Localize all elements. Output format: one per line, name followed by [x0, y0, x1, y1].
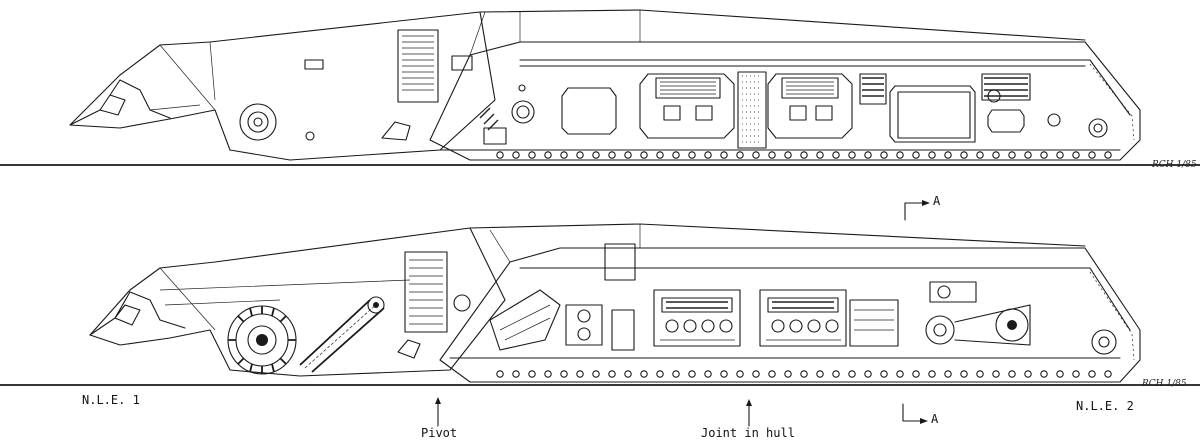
bottom-chain-drive — [299, 296, 385, 373]
bottom-nose-plough — [89, 291, 186, 336]
top-door-3 — [767, 73, 853, 139]
top-elevation-view — [0, 9, 1200, 166]
top-riveted-panel — [737, 71, 767, 149]
bottom-engine-2 — [759, 289, 847, 347]
top-door-2 — [639, 73, 735, 139]
bottom-road-wheels — [496, 370, 1112, 378]
top-hatch-large — [889, 85, 976, 143]
top-roof-line — [479, 9, 1086, 41]
bottom-roof-line — [469, 223, 1086, 247]
bottom-engine-1 — [653, 289, 741, 347]
pivot-arrow — [435, 397, 441, 427]
right-vehicle-label: N.L.E. 2 — [1076, 399, 1134, 413]
section-marker-top — [904, 200, 930, 221]
drafter-signature-top: RCH 1/85 — [1152, 160, 1197, 170]
drafter-signature-bottom: RCH 1/85 — [1142, 379, 1187, 389]
top-front-wheel — [239, 103, 277, 141]
section-a-top-label: A — [933, 194, 941, 208]
section-a-bottom-label: A — [931, 412, 939, 426]
bottom-front-hull-outline — [89, 227, 506, 377]
bottom-rear-transmission — [925, 281, 1031, 346]
bottom-cutaway-view — [0, 223, 1200, 386]
top-radiator-grille — [397, 29, 439, 103]
top-road-wheels — [439, 149, 1121, 159]
bottom-drive-sprocket — [227, 305, 297, 375]
bottom-rear-hull-outline — [439, 247, 1141, 383]
section-marker-bottom — [902, 403, 928, 424]
top-track-rail — [519, 59, 1131, 116]
pivot-label: Pivot — [421, 426, 458, 440]
joint-arrow — [746, 399, 752, 427]
left-vehicle-label: N.L.E. 1 — [82, 393, 140, 407]
bottom-radiator — [404, 251, 448, 333]
top-door-1 — [561, 87, 617, 135]
bottom-gearbox — [489, 289, 561, 351]
bottom-rear-idler — [1091, 329, 1117, 355]
joint-label: Joint in hull — [701, 426, 795, 440]
top-nose-plough — [69, 79, 171, 126]
